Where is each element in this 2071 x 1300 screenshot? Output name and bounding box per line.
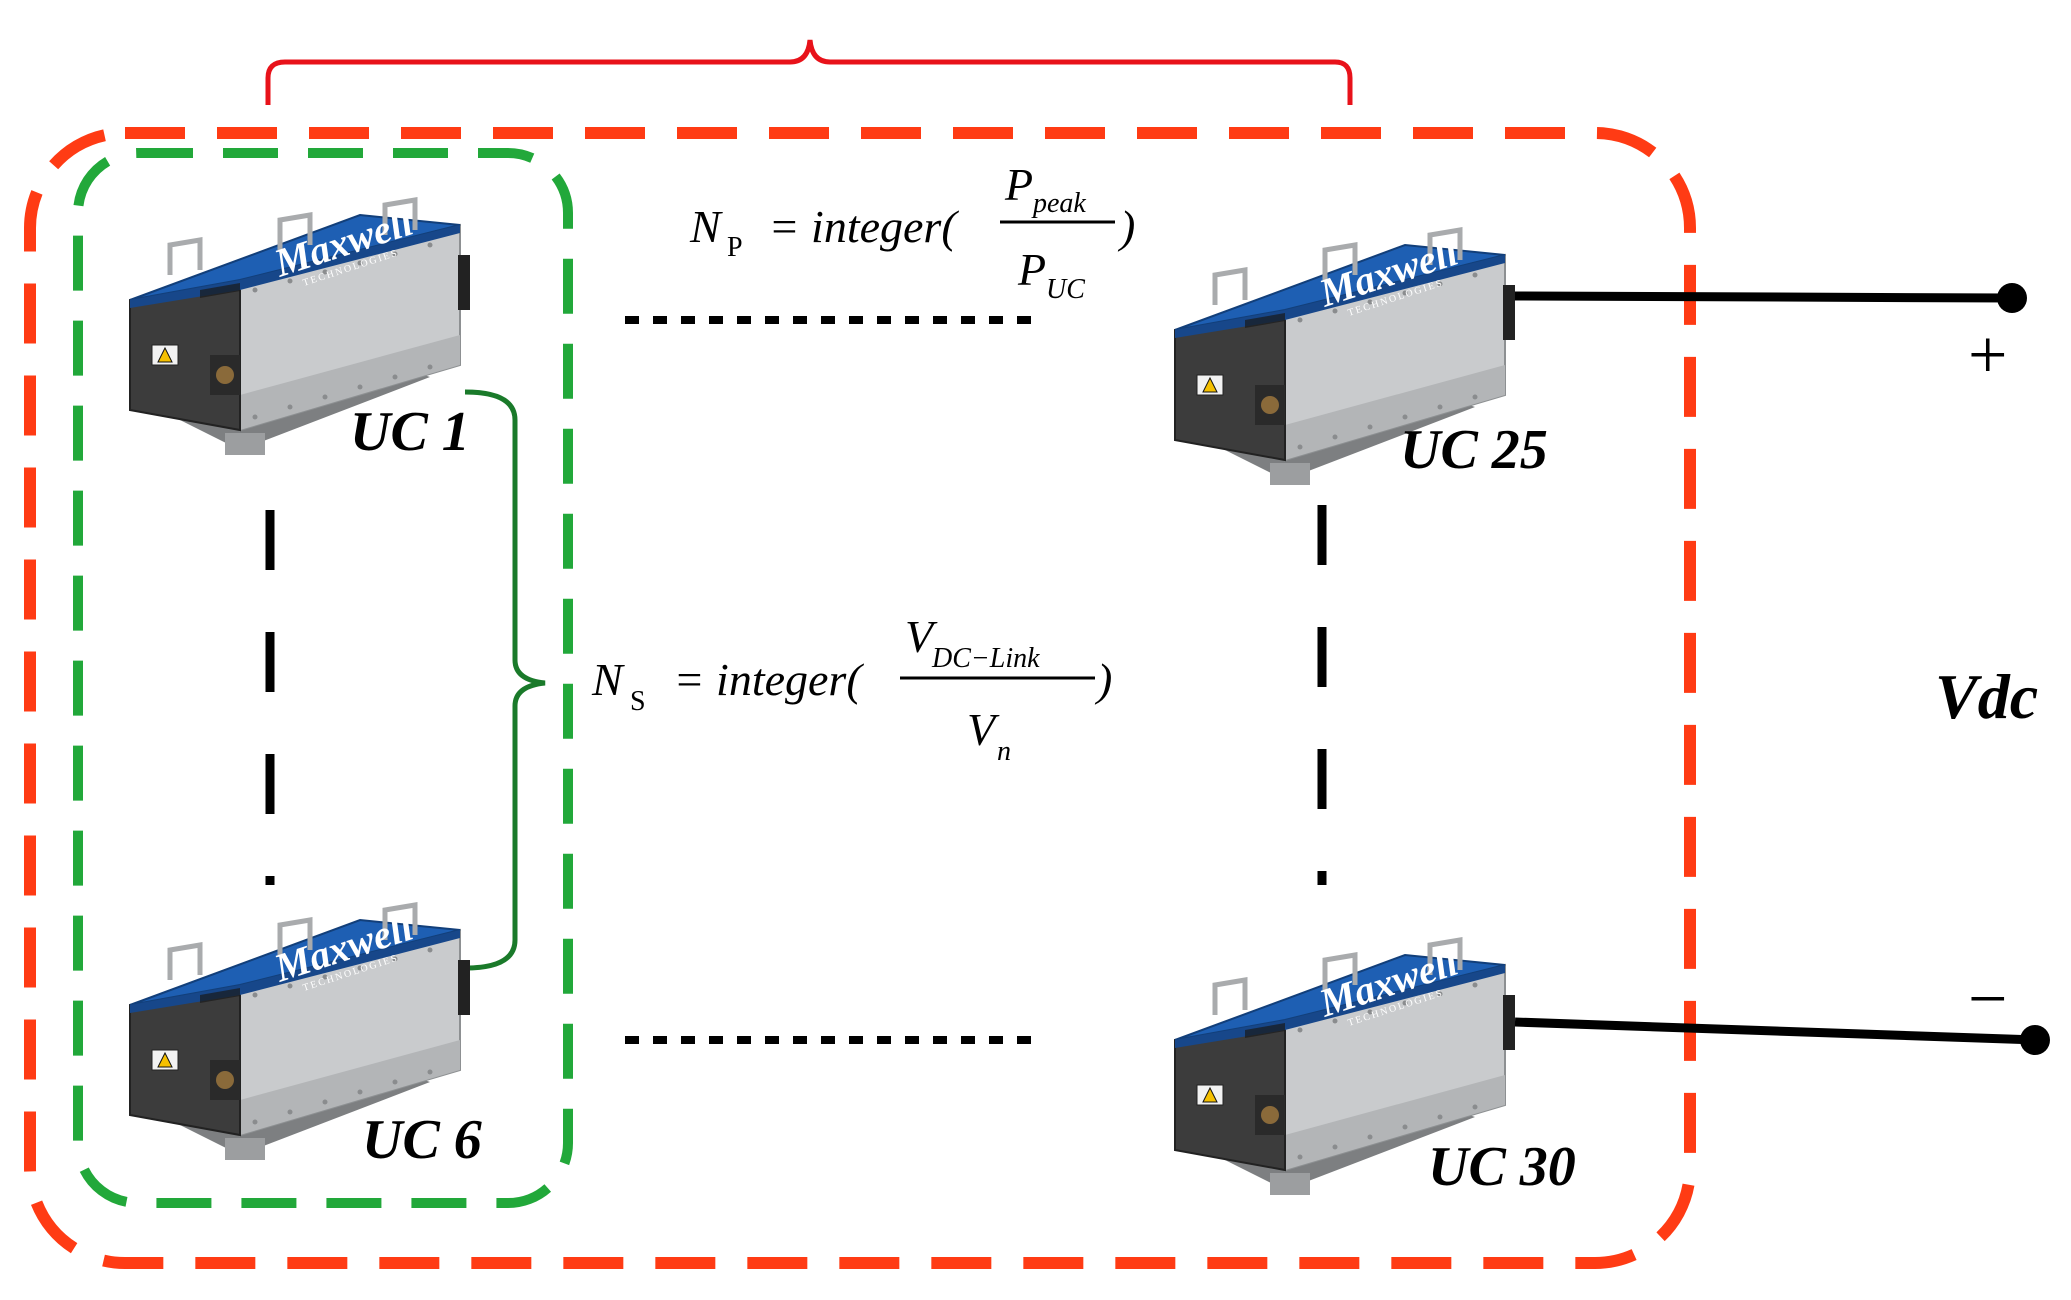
series-string-outline [73,148,573,1208]
eq-s-close: ) [1094,654,1112,705]
module-label-uc6: UC 6 [362,1109,482,1171]
eq-s-den-sub: n [997,736,1011,767]
eq-p-lhs: N [689,201,723,252]
eq-p-func: = integer( [757,201,959,252]
series-brace [464,389,546,971]
eq-p-den: P [1017,244,1046,295]
eq-s-num-sub: DC−Link [931,643,1040,674]
eq-p-close: ) [1117,201,1135,252]
positive-lead [1514,291,2013,303]
eq-s-lhs-sub: S [630,686,646,717]
eq-s-den: V [967,704,1000,755]
positive-terminal [1997,283,2027,313]
negative-terminal [2020,1025,2050,1055]
equation-series: N S = integer( V DC−Link V n ) [591,611,1112,767]
module-label-uc30: UC 30 [1428,1136,1576,1198]
eq-p-den-sub: UC [1046,274,1085,305]
negative-sign: − [1968,961,2007,1038]
eq-s-lhs: N [591,654,625,705]
module-label-uc1: UC 1 [350,401,470,463]
eq-p-num-sub: peak [1031,188,1086,219]
positive-sign: + [1968,317,2007,394]
eq-s-func: = integer( [662,654,864,705]
eq-s-num: V [905,611,938,662]
module-label-uc25: UC 25 [1400,419,1548,481]
parallel-group-outline [24,127,1696,1269]
negative-lead [1514,1017,2036,1045]
equation-parallel: N P = integer( P peak P UC ) [689,159,1135,305]
eq-p-num: P [1004,159,1033,210]
parallel-brace [265,39,1353,105]
vdc-label: Vdc [1935,661,2038,732]
eq-p-lhs-sub: P [727,232,743,263]
